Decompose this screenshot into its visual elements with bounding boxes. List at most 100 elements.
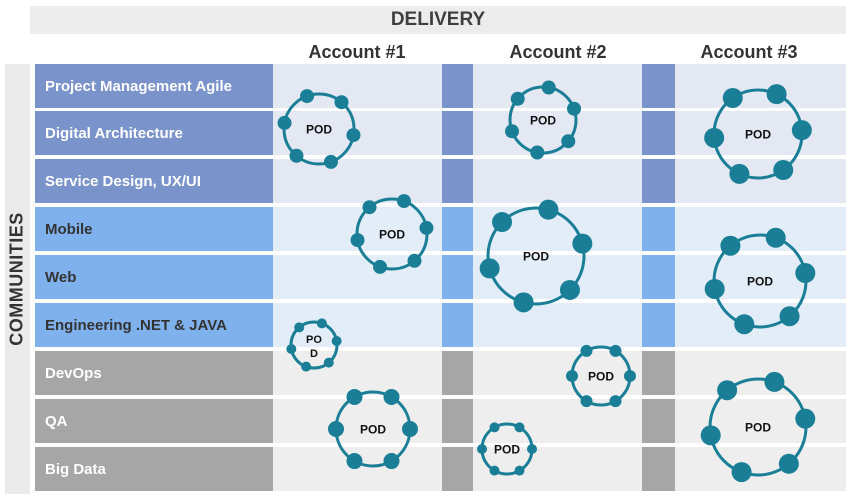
pod-member-dot bbox=[350, 233, 365, 248]
account-divider bbox=[642, 255, 675, 299]
account-divider bbox=[442, 303, 473, 347]
pod-member-dot bbox=[396, 194, 411, 209]
pod-ring: POD bbox=[566, 344, 636, 408]
pod-member-dot bbox=[722, 87, 743, 108]
pod-label: POD bbox=[745, 421, 771, 435]
account-cells bbox=[273, 351, 846, 395]
account-header-3: Account #3 bbox=[700, 42, 798, 62]
account-header-1: Account #1 bbox=[308, 42, 406, 62]
community-label: QA bbox=[35, 399, 273, 443]
pod-member-dot bbox=[419, 220, 434, 235]
pod-member-dot bbox=[383, 388, 400, 405]
pod-member-dot bbox=[323, 357, 334, 368]
account-divider bbox=[642, 351, 675, 395]
account-divider bbox=[442, 399, 473, 443]
account-cells bbox=[273, 255, 846, 299]
pod-member-dot bbox=[541, 80, 556, 95]
pod-member-dot bbox=[734, 314, 755, 335]
pod-member-dot bbox=[717, 380, 738, 401]
pod-ring: PO D bbox=[286, 318, 342, 372]
pod-member-dot bbox=[580, 395, 593, 408]
community-row: QA bbox=[35, 399, 846, 443]
community-row: Project Management Agile bbox=[35, 64, 846, 108]
pod-member-dot bbox=[527, 444, 537, 454]
pod-label: POD bbox=[379, 228, 405, 242]
pod-member-dot bbox=[530, 145, 545, 160]
pod-label: POD bbox=[360, 423, 386, 437]
account-divider bbox=[642, 399, 675, 443]
pod-member-dot bbox=[328, 421, 344, 437]
pod-member-dot bbox=[561, 134, 576, 149]
community-label: Project Management Agile bbox=[35, 64, 273, 108]
pod-member-dot bbox=[294, 322, 305, 333]
pod-member-dot bbox=[513, 292, 534, 313]
community-row: Web bbox=[35, 255, 846, 299]
delivery-header: DELIVERY bbox=[30, 6, 846, 34]
pod-member-dot bbox=[731, 462, 752, 483]
pod-member-dot bbox=[795, 263, 816, 284]
pod-member-dot bbox=[795, 408, 816, 429]
pod-member-dot bbox=[331, 336, 342, 347]
account-divider bbox=[642, 207, 675, 251]
account-divider bbox=[642, 111, 675, 155]
pod-member-dot bbox=[346, 128, 361, 143]
pod-member-dot bbox=[624, 370, 636, 382]
community-row: DevOps bbox=[35, 351, 846, 395]
pod-label: POD bbox=[306, 123, 332, 137]
pod-member-dot bbox=[514, 422, 525, 433]
pod-ring: POD bbox=[277, 89, 361, 169]
communities-label: COMMUNITIES bbox=[6, 212, 27, 346]
pod-member-dot bbox=[346, 388, 363, 405]
pod-ring: POD bbox=[704, 84, 812, 184]
account-header-2: Account #2 bbox=[509, 42, 607, 62]
community-label: DevOps bbox=[35, 351, 273, 395]
pod-member-dot bbox=[580, 344, 593, 357]
pod-member-dot bbox=[779, 306, 800, 327]
pod-member-dot bbox=[764, 371, 785, 392]
account-divider bbox=[642, 64, 675, 108]
pod-label: POD bbox=[530, 114, 556, 128]
pod-member-dot bbox=[510, 91, 525, 106]
pod-label: POD bbox=[588, 370, 614, 384]
pod-member-dot bbox=[489, 422, 500, 433]
pod-member-dot bbox=[407, 253, 422, 268]
pod-member-dot bbox=[402, 421, 418, 437]
pod-member-dot bbox=[729, 163, 750, 184]
pod-member-dot bbox=[559, 279, 580, 300]
pod-label: POD bbox=[523, 250, 549, 264]
pod-ring: POD bbox=[704, 227, 816, 335]
pod-member-dot bbox=[720, 235, 741, 256]
pod-label: D bbox=[310, 348, 318, 360]
account-divider bbox=[442, 207, 473, 251]
pod-member-dot bbox=[362, 200, 377, 215]
communities-bar bbox=[5, 64, 30, 494]
pod-member-dot bbox=[791, 120, 812, 141]
account-divider bbox=[642, 159, 675, 203]
account-divider bbox=[442, 64, 473, 108]
community-label: Big Data bbox=[35, 447, 273, 491]
pod-member-dot bbox=[479, 258, 500, 279]
pod-label: PO bbox=[306, 334, 322, 346]
pod-member-dot bbox=[566, 370, 578, 382]
pod-member-dot bbox=[316, 318, 327, 329]
account-cells bbox=[273, 64, 846, 108]
pod-member-dot bbox=[778, 453, 799, 474]
pod-member-dot bbox=[514, 465, 525, 476]
pod-ring: POD bbox=[479, 199, 593, 313]
pod-member-dot bbox=[704, 127, 725, 148]
pod-member-dot bbox=[289, 148, 304, 163]
pod-member-dot bbox=[567, 101, 582, 116]
pod-label: POD bbox=[745, 128, 771, 142]
account-divider bbox=[442, 111, 473, 155]
pod-member-dot bbox=[504, 124, 519, 139]
pod-member-dot bbox=[492, 212, 513, 233]
pod-ring-outline bbox=[486, 206, 586, 306]
pod-member-dot bbox=[766, 84, 787, 105]
pod-member-dot bbox=[346, 453, 363, 470]
account-divider bbox=[442, 447, 473, 491]
pod-member-dot bbox=[572, 233, 593, 254]
pod-ring: POD bbox=[504, 80, 582, 160]
pod-member-dot bbox=[373, 259, 388, 274]
community-label: Digital Architecture bbox=[35, 111, 273, 155]
pod-member-dot bbox=[609, 344, 622, 357]
